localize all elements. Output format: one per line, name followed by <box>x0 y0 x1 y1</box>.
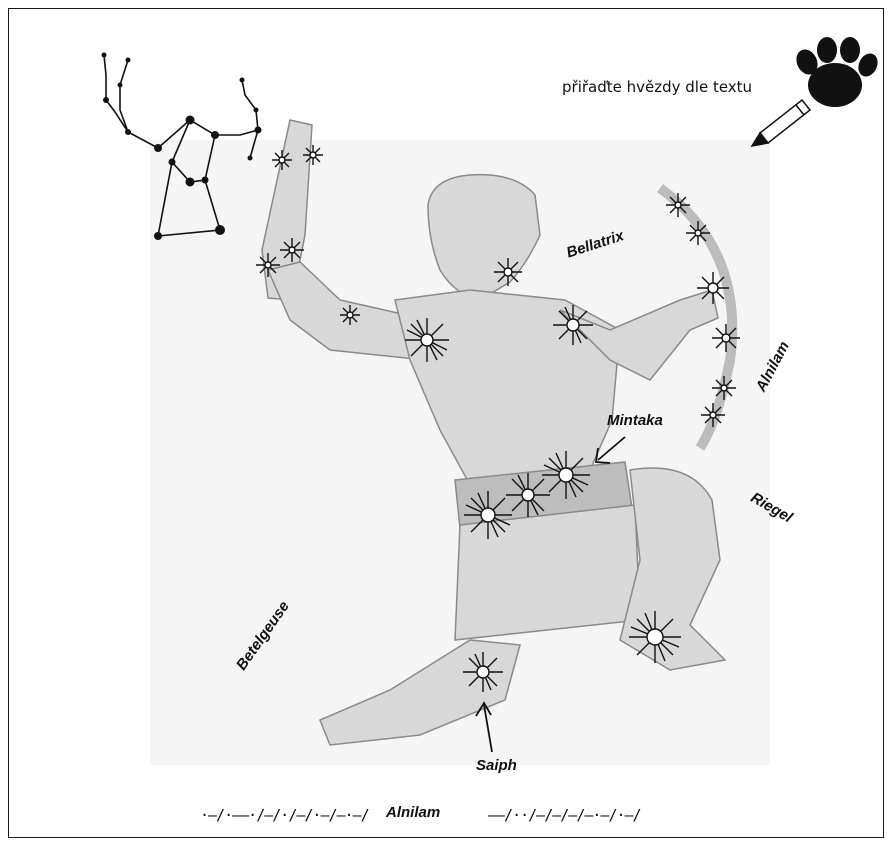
morse-answer: Alnilam <box>386 804 440 821</box>
star-icon <box>553 305 593 345</box>
star-icon <box>340 305 360 325</box>
star-icon <box>464 491 512 539</box>
star-icon <box>712 324 740 352</box>
morse-code-right: ––/··/–/–/–/–·–/·–/ <box>488 806 641 824</box>
instruction-text: přiřaďte hvězdy dle textu <box>562 78 752 96</box>
label-mintaka: Mintaka <box>607 412 663 429</box>
star-icon <box>463 652 503 692</box>
star-icon <box>303 145 323 165</box>
label-saiph: Saiph <box>476 757 517 774</box>
star-icon <box>494 258 522 286</box>
star-icon <box>506 473 550 517</box>
star-icon <box>542 451 590 499</box>
pencil-icon <box>752 100 810 146</box>
morse-code-left: ·–/·––·/–/·/–/·–/–·–/ <box>200 806 369 824</box>
star-icon <box>272 150 292 170</box>
star-icon <box>405 318 449 362</box>
paw-icon <box>792 37 881 107</box>
